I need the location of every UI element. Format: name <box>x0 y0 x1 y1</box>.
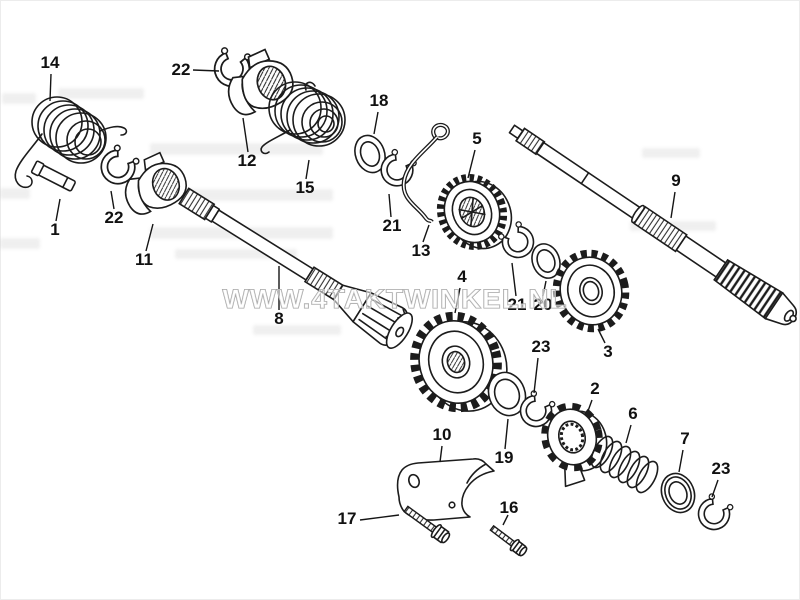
part-7-collar-icon <box>660 472 696 514</box>
part-23-circlip-right-icon <box>692 491 737 536</box>
label-11: 11 <box>135 250 153 269</box>
label-4: 4 <box>457 267 467 286</box>
label-21-up: 21 <box>383 216 402 235</box>
part-16-bolt-icon <box>489 524 528 557</box>
part-1-pin-icon <box>30 160 76 192</box>
part-15-spring-icon <box>260 81 346 155</box>
label-22-left: 22 <box>105 208 124 227</box>
part-4-gear-icon <box>410 311 508 413</box>
label-22-top: 22 <box>172 60 191 79</box>
label-21-mid: 21 <box>508 295 527 314</box>
part-14-return-spring-icon <box>14 96 128 189</box>
label-2: 2 <box>590 379 599 398</box>
part-17-bolt-icon <box>403 505 451 544</box>
label-19: 19 <box>495 448 514 467</box>
label-5: 5 <box>472 129 481 148</box>
label-3: 3 <box>603 342 612 361</box>
label-1: 1 <box>50 220 59 239</box>
part-5-ratchet-gear-icon <box>436 174 513 250</box>
part-11-ratchet-icon <box>115 146 193 219</box>
label-20: 20 <box>534 295 553 314</box>
label-6: 6 <box>628 404 637 423</box>
part-3-gear-icon <box>552 249 630 333</box>
label-23-rt: 23 <box>712 459 731 478</box>
part-6-spring-icon <box>590 435 659 494</box>
part-8-kickstart-spindle-icon <box>178 187 414 349</box>
part-number-labels: 14 22 12 22 1 11 15 18 21 13 5 9 8 4 21 … <box>41 53 731 528</box>
site-watermark: WWW.4TAKTWINKEL.NL <box>223 284 568 314</box>
part-13-spring-wire-icon <box>401 122 450 224</box>
label-10: 10 <box>433 425 452 444</box>
part-18-washer-icon <box>354 134 386 174</box>
label-7: 7 <box>680 429 689 448</box>
label-13: 13 <box>412 241 431 260</box>
part-12-ratchet-icon <box>217 43 300 120</box>
part-19-washer-icon <box>487 371 527 417</box>
label-8: 8 <box>274 309 283 328</box>
label-14: 14 <box>41 53 60 72</box>
label-12: 12 <box>238 151 257 170</box>
label-9: 9 <box>671 171 680 190</box>
part-20-washer-icon <box>531 243 561 279</box>
label-15: 15 <box>296 178 315 197</box>
label-17: 17 <box>338 509 357 528</box>
label-23-mid: 23 <box>532 337 551 356</box>
label-18: 18 <box>370 91 389 110</box>
part-9-countershaft-icon <box>508 124 798 326</box>
leader-lines <box>49 69 719 526</box>
part-2-pinion-gear-icon <box>541 402 608 488</box>
label-16: 16 <box>500 498 519 517</box>
